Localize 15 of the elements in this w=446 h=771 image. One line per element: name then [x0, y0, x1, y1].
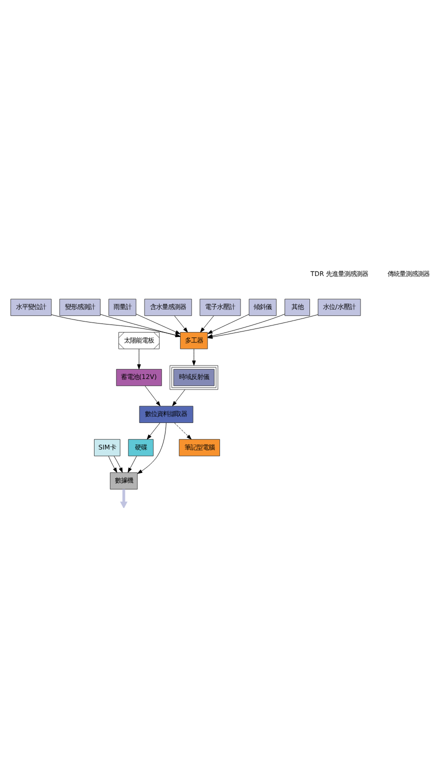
arrow: [108, 455, 118, 472]
arrow: [137, 348, 141, 369]
arrow: [120, 488, 128, 508]
arrow: [114, 455, 123, 472]
arrow: [144, 385, 160, 406]
arrow: [172, 388, 186, 406]
arrow: [146, 422, 160, 440]
arrow: [128, 455, 137, 472]
arrow: [192, 348, 196, 366]
arrow: [200, 315, 214, 332]
arrow: [137, 422, 166, 474]
arrow: [174, 315, 188, 332]
arrow: [136, 313, 180, 334]
arrow: [207, 314, 250, 334]
arrow: [174, 422, 192, 440]
